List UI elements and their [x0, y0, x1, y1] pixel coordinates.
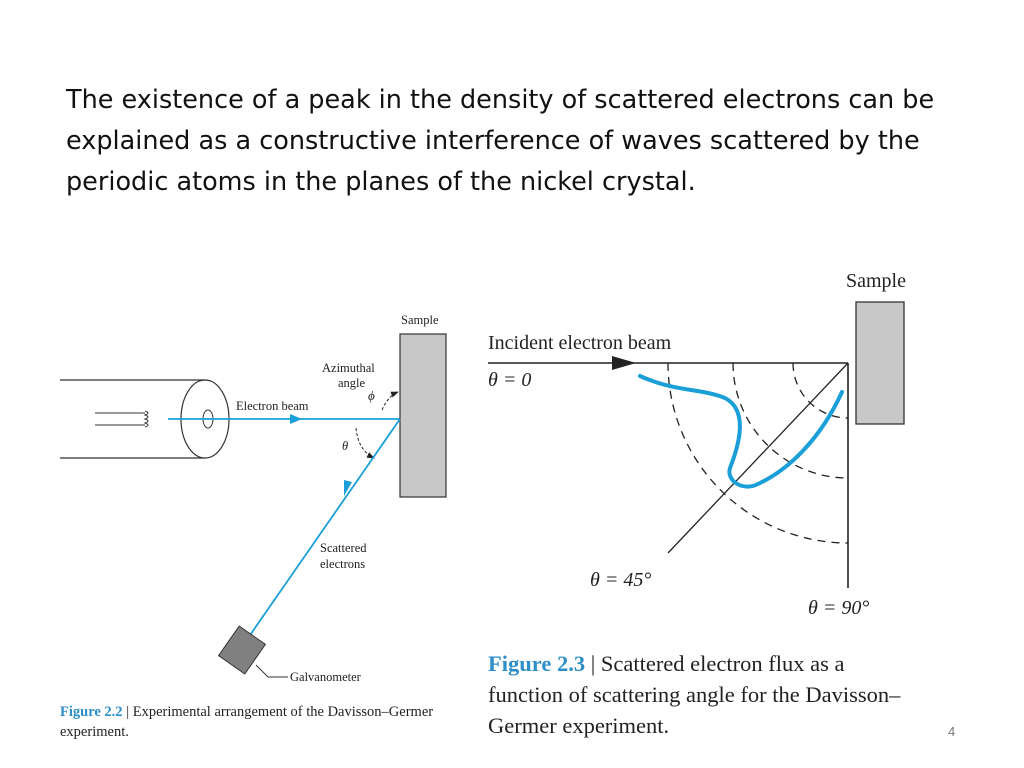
slide-number: 4 — [948, 724, 956, 739]
azimuthal-label-2: angle — [338, 376, 366, 390]
scattered-label-1: Scattered — [320, 541, 367, 555]
azimuthal-label-1: Azimuthal — [322, 361, 375, 375]
incident-beam-label: Incident electron beam — [488, 332, 672, 354]
galvanometer-label: Galvanometer — [290, 670, 362, 684]
figure-2-2-number: Figure 2.2 — [60, 704, 123, 720]
theta-45-label: θ = 45° — [590, 569, 651, 591]
figure-2-2-caption-text: Experimental arrangement of the Davisson… — [60, 704, 434, 740]
figure-2-2-diagram: Electron beam Sample Azimuthal angle ϕ θ… — [60, 313, 447, 684]
incident-beam-arrow — [290, 414, 302, 424]
phi-symbol: ϕ — [368, 388, 375, 403]
phi-arc — [381, 391, 399, 411]
sample-block-right — [855, 301, 905, 425]
flux-curve — [638, 374, 844, 489]
figure-2-3-diagram: Sample Incident electron beam θ = 0 θ = … — [488, 270, 906, 619]
sample-label-left: Sample — [401, 313, 439, 327]
caption-separator: | — [122, 704, 133, 720]
sample-label-right: Sample — [846, 270, 906, 292]
figure-2-3-caption-text: Scattered electron flux as a function of… — [488, 651, 901, 738]
caption-separator: | — [585, 651, 601, 676]
incident-arrow-right — [612, 356, 636, 370]
theta-90-label: θ = 90° — [808, 597, 869, 619]
scattered-beam-arrow — [344, 480, 352, 496]
figure-2-3-caption: Figure 2.3 | Scattered electron flux as … — [488, 648, 918, 741]
galvanometer-detector — [217, 625, 267, 675]
figure-2-3-number: Figure 2.3 — [488, 651, 586, 676]
theta-arc-left — [355, 427, 375, 459]
dashed-arc-1 — [792, 362, 849, 419]
theta-zero-label: θ = 0 — [488, 369, 531, 391]
dashed-arc-3 — [667, 362, 849, 544]
theta-45-line — [667, 362, 849, 554]
slide-paragraph: The existence of a peak in the density o… — [66, 85, 935, 197]
figure-2-2-caption: Figure 2.2 | Experimental arrangement of… — [60, 702, 450, 742]
sample-block-left — [399, 333, 447, 498]
scattered-beam-line — [247, 418, 401, 639]
electron-beam-label: Electron beam — [236, 399, 309, 413]
dashed-arc-2 — [732, 362, 849, 479]
scattered-label-2: electrons — [320, 557, 365, 571]
theta-symbol-left: θ — [342, 439, 348, 453]
